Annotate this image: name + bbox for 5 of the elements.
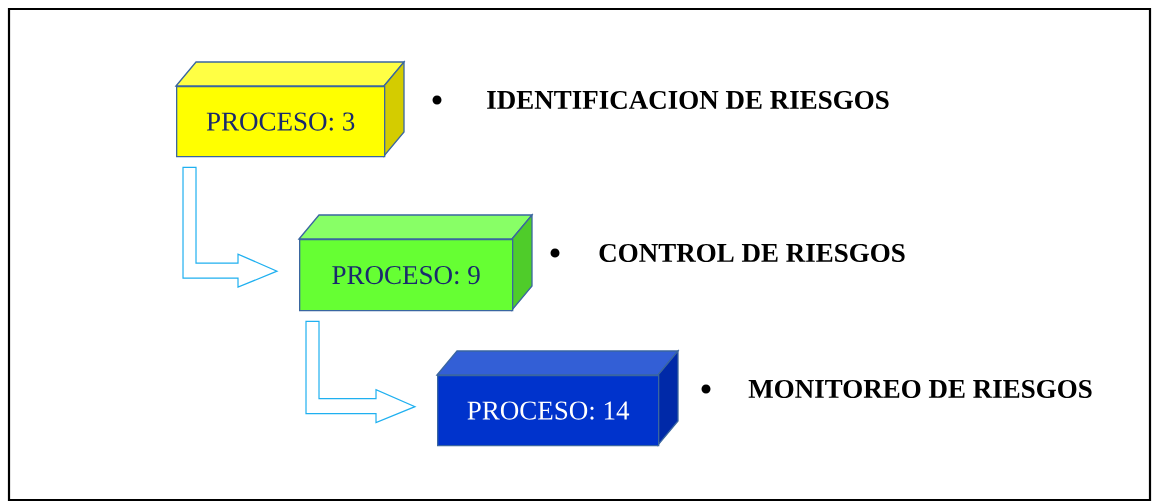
bullet-text: CONTROL DE RIESGOS	[599, 243, 905, 263]
bullet-text: MONITOREO DE RIESGOS	[748, 379, 1092, 399]
block-arrow	[182, 166, 279, 289]
bullet-text: IDENTIFICACION DE RIESGOS	[487, 90, 889, 110]
block-arrow	[305, 320, 417, 424]
